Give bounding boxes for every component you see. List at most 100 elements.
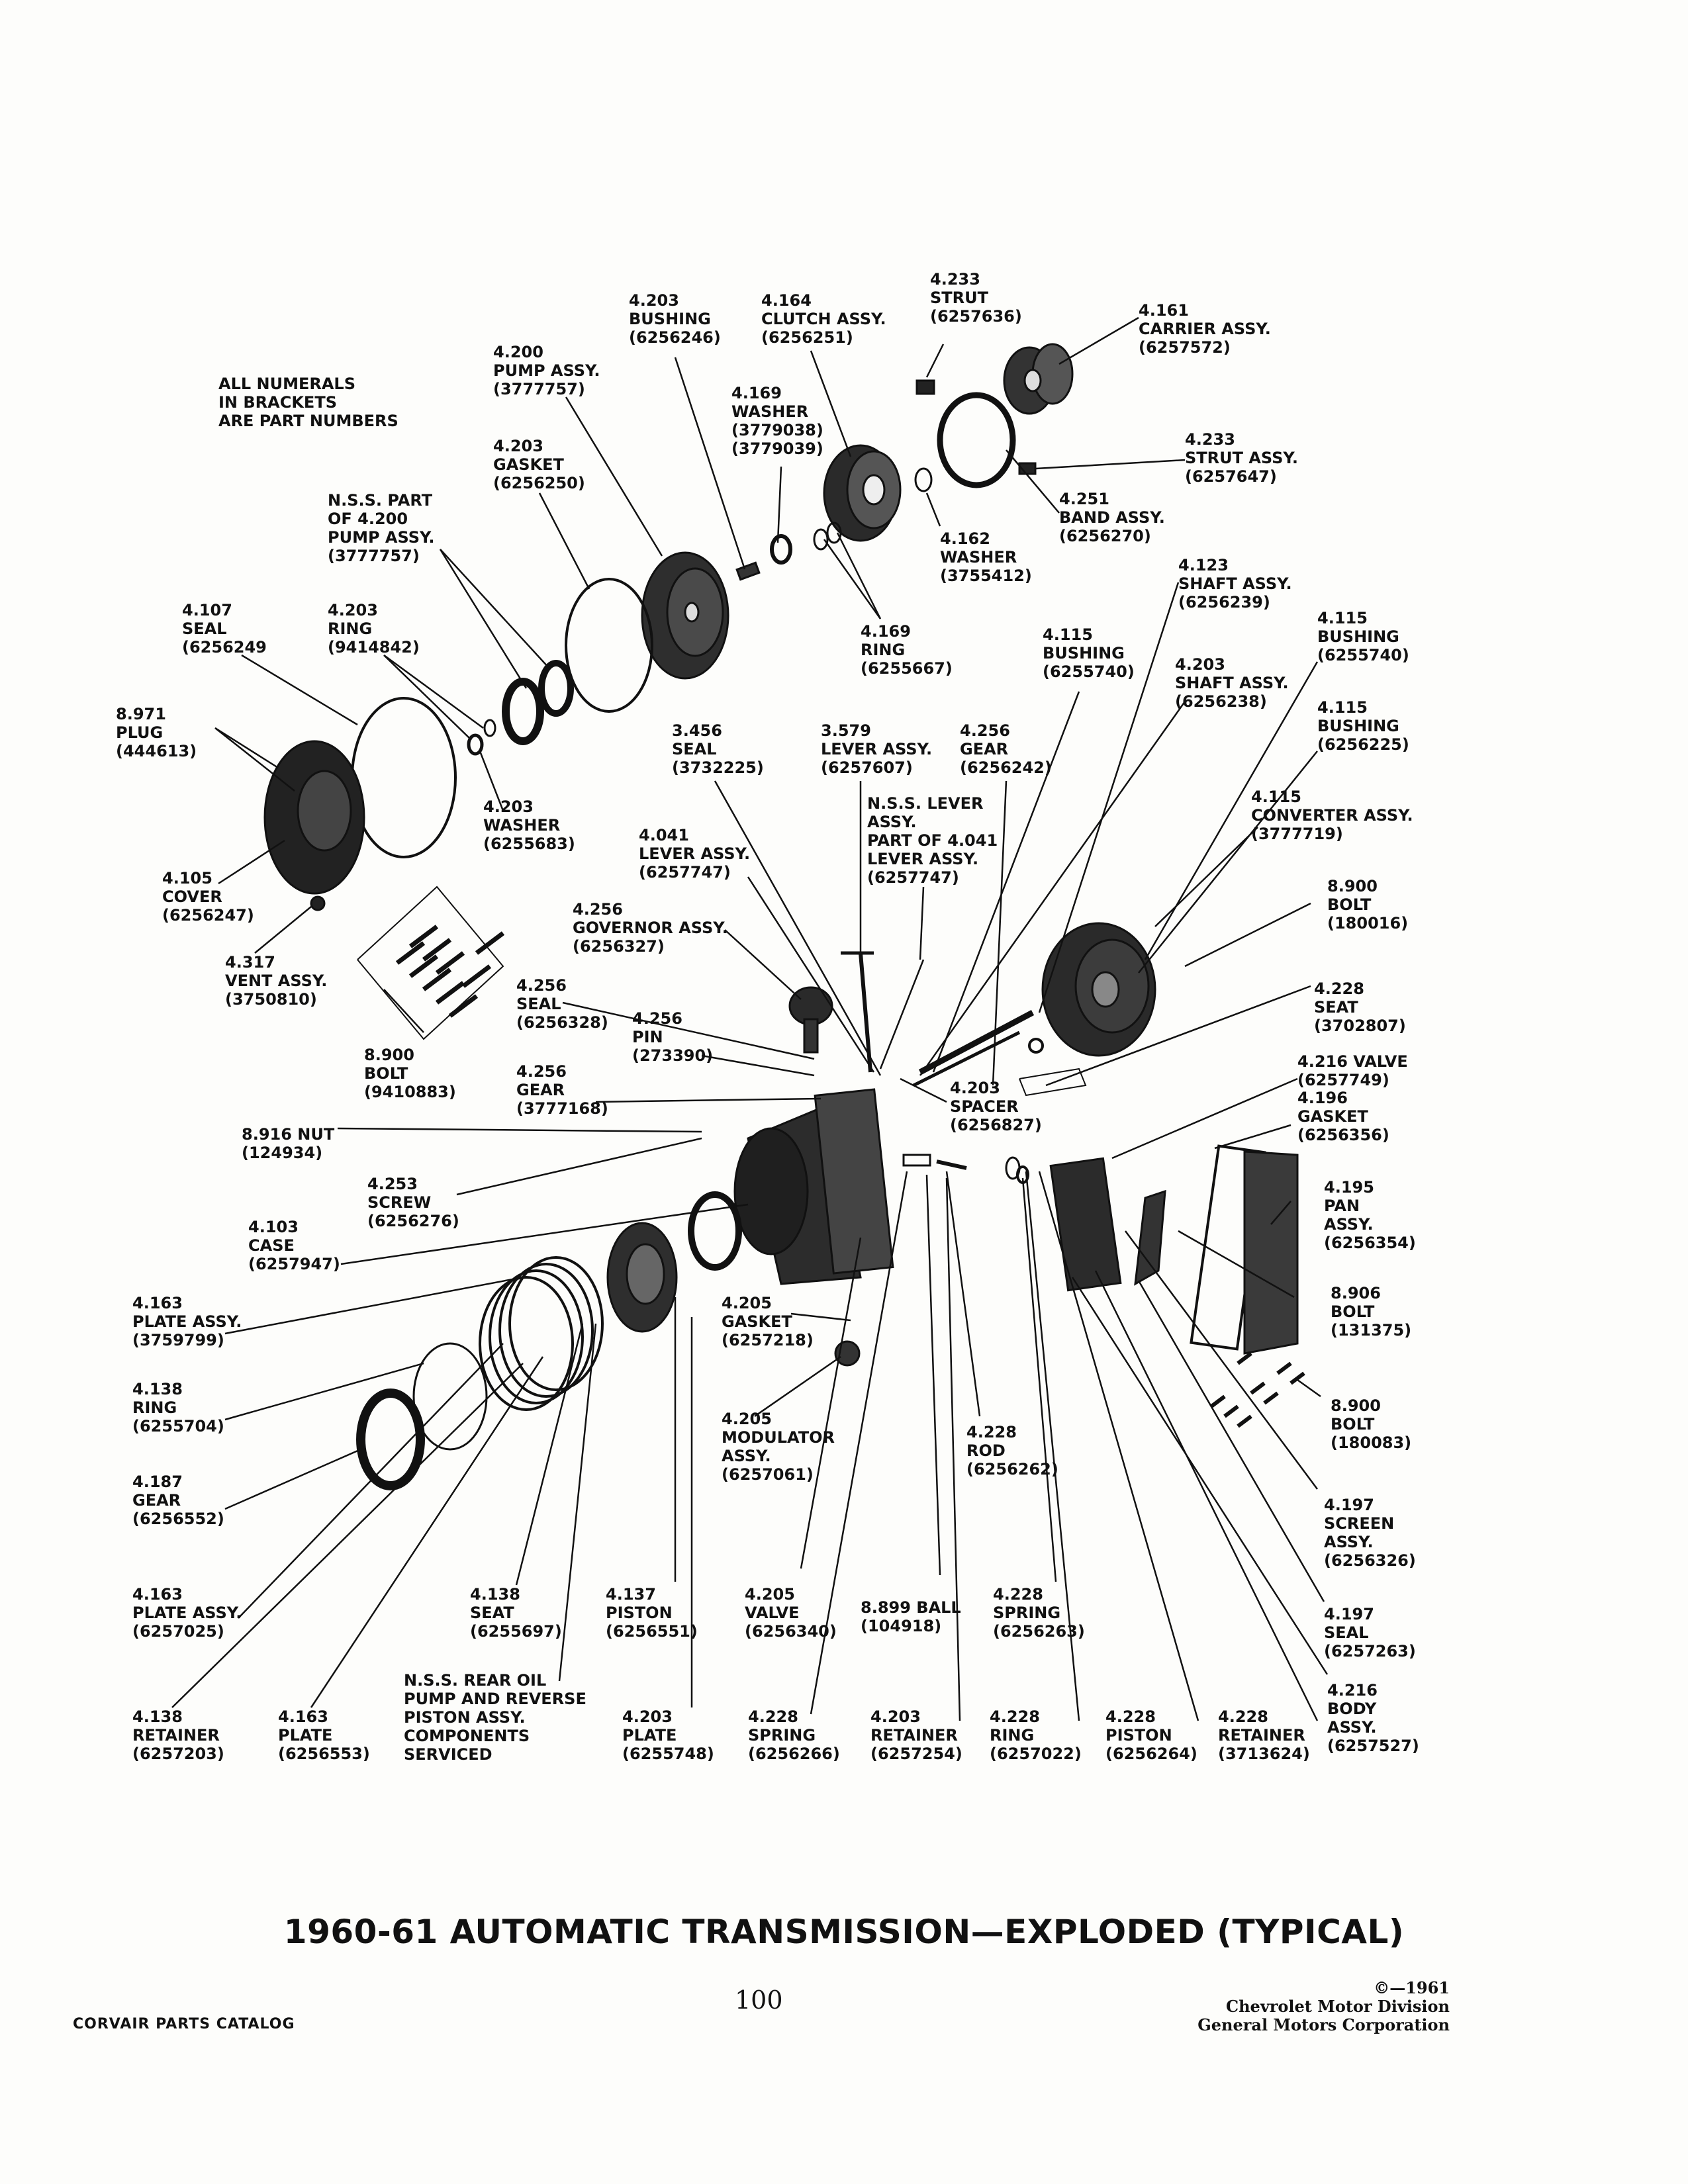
callout-line: (6256249	[182, 638, 267, 657]
callout-line: (6256225)	[1317, 735, 1409, 754]
callout-line: 8.900	[1327, 877, 1378, 895]
clutch-part	[823, 444, 902, 542]
callout-line: SCREW	[367, 1193, 432, 1212]
case-seal-part	[688, 1191, 742, 1271]
callout-line: 4.163	[278, 1707, 328, 1726]
callout-line: (6256251)	[761, 328, 853, 347]
callout-line: (6257636)	[930, 307, 1022, 326]
callout-line: (6257025)	[132, 1622, 224, 1641]
callout-line: ROD	[966, 1441, 1006, 1460]
callout-line: PLATE ASSY.	[132, 1312, 242, 1331]
callout-line: (6255683)	[483, 835, 575, 853]
callout-line: 4.256	[632, 1009, 682, 1028]
callout-line: (6256270)	[1059, 527, 1151, 545]
callout-line: 4.197	[1324, 1496, 1374, 1514]
strut-part	[915, 379, 935, 395]
bolt-group-part	[395, 925, 505, 1018]
callout-line: SPACER	[950, 1097, 1019, 1116]
callout-line: CLUTCH ASSY.	[761, 310, 886, 328]
callout-line: (6255748)	[622, 1745, 714, 1763]
callout-line: 4.233	[1185, 430, 1235, 449]
callout-line: (6256356)	[1297, 1126, 1389, 1144]
callout-line: (444613)	[116, 742, 197, 760]
callout-line: 4.115	[1317, 698, 1368, 717]
callout-line: (6257749)	[1297, 1071, 1389, 1089]
callout-line: SEAT	[1314, 998, 1358, 1017]
callout-line: 4.216	[1327, 1681, 1378, 1700]
callout-line: 4.256	[516, 1062, 567, 1081]
callout-line: (3777719)	[1251, 825, 1343, 843]
callout-line: PLATE	[278, 1726, 333, 1745]
callout-line: (6257607)	[821, 758, 913, 777]
callout-line: N.S.S. PART	[328, 491, 433, 510]
callout-line: 4.205	[722, 1410, 772, 1428]
callout-line: 4.203	[493, 437, 543, 455]
part-numbers-note: ALL NUMERALS IN BRACKETS ARE PART NUMBER…	[218, 375, 399, 430]
callout-line: 4.228	[748, 1707, 798, 1726]
washer-169-part	[770, 534, 792, 565]
callout-line: PISTON	[1105, 1726, 1172, 1745]
callout-line: (3755412)	[940, 567, 1032, 585]
shaft-part	[918, 1010, 1035, 1075]
callout-line: 4.107	[182, 601, 232, 619]
callout-line: (6256250)	[493, 474, 585, 492]
callout-line: (6256552)	[132, 1510, 224, 1528]
callout-line: 4.163	[132, 1585, 183, 1604]
page-title: 1960-61 AUTOMATIC TRANSMISSION—EXPLODED …	[283, 1913, 1405, 1951]
carrier-part	[1003, 343, 1074, 415]
callout-line: (3777757)	[493, 380, 585, 398]
callout-line: (6257747)	[639, 863, 731, 882]
callout-line: (6257527)	[1327, 1737, 1419, 1755]
washer-203-part	[467, 733, 484, 756]
callout-ball: 8.899 BALL(104918)	[861, 1598, 961, 1635]
governor-part	[788, 986, 833, 1054]
callout-line: 4.203	[622, 1707, 673, 1726]
seal-107-part	[351, 697, 457, 858]
callout-line: 4.105	[162, 869, 212, 887]
callout-line: 4.251	[1059, 490, 1109, 508]
callout-line: PAN	[1324, 1197, 1360, 1215]
copyright-line: Chevrolet Motor Division	[1226, 1997, 1450, 2016]
callout-line: 4.103	[248, 1218, 299, 1236]
callout-line: STRUT ASSY.	[1185, 449, 1298, 467]
callout-line: 4.228	[966, 1423, 1017, 1441]
callout-line: (6256262)	[966, 1460, 1058, 1479]
callout-line: PISTON	[606, 1604, 673, 1622]
callout-line: 4.161	[1139, 301, 1189, 320]
callout-line: BUSHING	[1317, 627, 1399, 646]
callout-line: ASSY.	[1324, 1533, 1374, 1551]
callout-line: (6256246)	[629, 328, 721, 347]
callout-line: (6256266)	[748, 1745, 840, 1763]
callout-line: ASSY.	[1327, 1718, 1377, 1737]
callout-line: (3777757)	[328, 547, 420, 565]
pan-part	[1243, 1150, 1299, 1355]
callout-line: (6257254)	[870, 1745, 962, 1763]
callout-line: (6256354)	[1324, 1234, 1416, 1252]
callout-line: (6257203)	[132, 1745, 224, 1763]
callout-line: (6255740)	[1317, 646, 1409, 664]
